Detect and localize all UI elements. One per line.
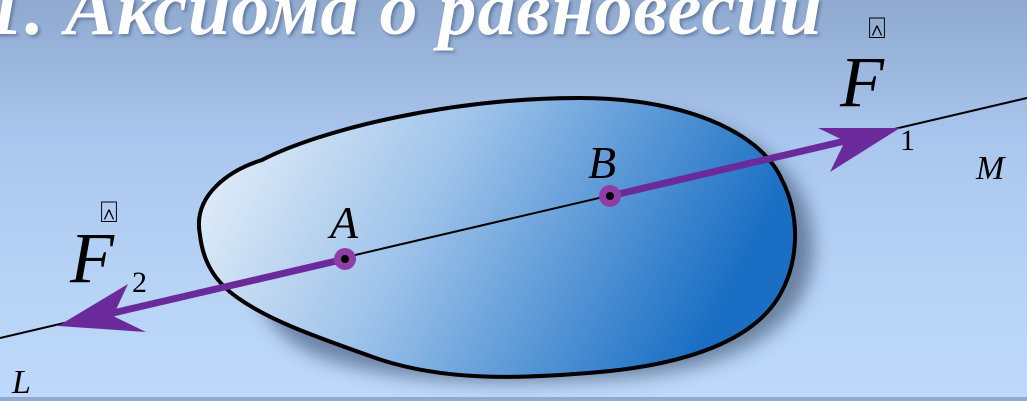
force-f2-label: F [70, 218, 114, 298]
force-f1-subscript: 1 [900, 124, 915, 157]
point-b-label: B [588, 137, 617, 188]
force-f2-subscript: 2 [132, 266, 147, 299]
line-label-m: M [976, 150, 1005, 187]
point-a-label: A [330, 197, 359, 248]
force-f1-arrowhead [818, 128, 900, 172]
force-vector-f2 [96, 255, 349, 320]
line-label-l: L [12, 364, 31, 401]
point-a-dot [341, 255, 349, 263]
slide-title: 1. Аксиома о равновесии [0, 0, 823, 51]
rigid-body [196, 95, 797, 379]
force-vector-f1 [606, 134, 862, 200]
force-f1-label: F [840, 42, 884, 122]
force-f2-arrowhead [58, 284, 146, 332]
point-b-dot [606, 192, 614, 200]
force-f1-vector-mark: ⍓ [868, 12, 886, 45]
force-f2-vector-mark: ⍓ [100, 196, 118, 229]
